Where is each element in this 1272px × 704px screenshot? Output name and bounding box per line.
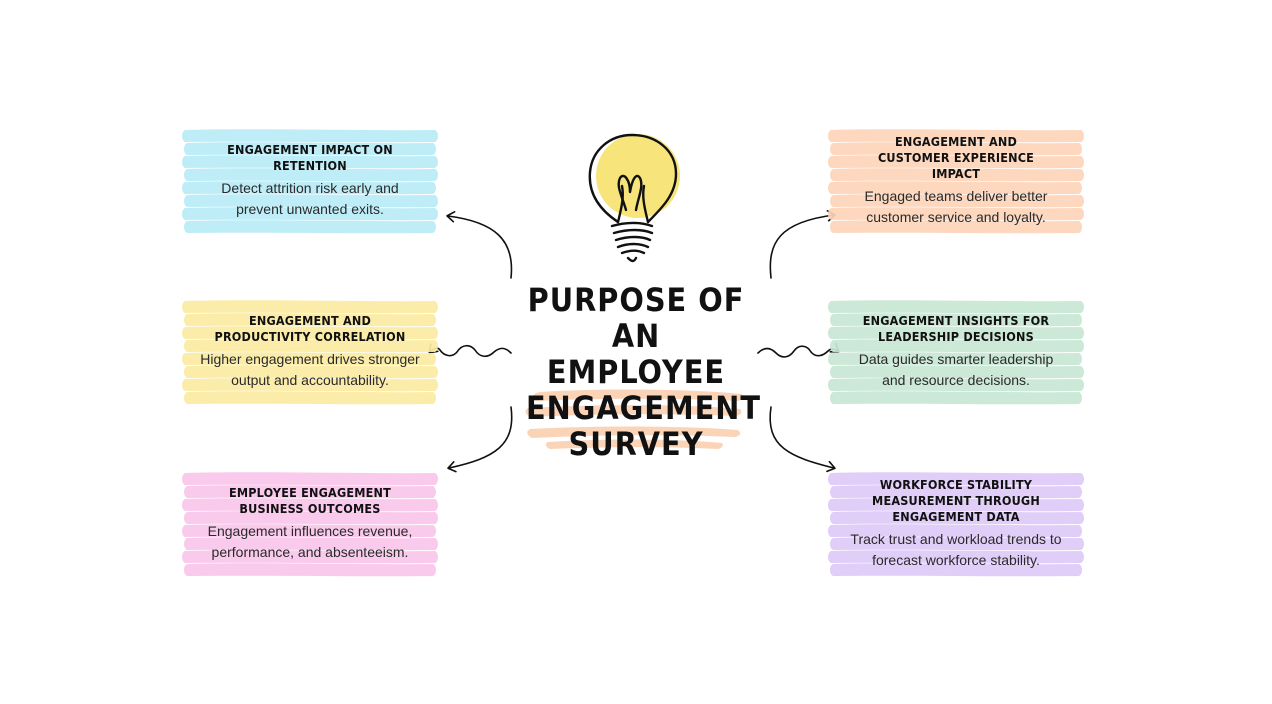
card-title: EMPLOYEE ENGAGEMENT BUSINESS OUTCOMES [228, 485, 392, 516]
card-description: Data guides smarter leadership and resou… [858, 351, 1054, 388]
brush-stroke [182, 352, 436, 366]
brush-stroke [184, 220, 436, 234]
card-title: ENGAGEMENT INSIGHTS FOR LEADERSHIP DECIS… [862, 313, 1050, 344]
card-workforce-stability: WORKFORCE STABILITY MEASUREMENT THROUGH … [827, 470, 1085, 578]
brush-stroke [830, 142, 1082, 156]
brush-stroke [830, 339, 1084, 353]
title-line: PURPOSE OF [527, 281, 745, 319]
brush-stroke [828, 524, 1082, 538]
brush-stroke [184, 485, 436, 499]
brush-stroke [184, 511, 438, 525]
brush-stroke [184, 339, 438, 353]
brush-stroke [184, 537, 438, 551]
brush-stroke [830, 511, 1084, 525]
card-background [182, 472, 438, 577]
card-productivity: ENGAGEMENT AND PRODUCTIVITY CORRELATION … [181, 298, 439, 406]
brush-stroke [830, 537, 1084, 551]
brush-stroke [182, 524, 436, 538]
card-customer-experience: ENGAGEMENT AND CUSTOMER EXPERIENCE IMPAC… [827, 127, 1085, 235]
main-title: PURPOSE OF AN EMPLOYEE ENGAGEMENT SURVEY [526, 281, 762, 463]
card-description: Engagement influences revenue, performan… [207, 523, 413, 560]
brush-stroke [182, 498, 438, 512]
brush-stroke [182, 181, 436, 195]
brush-stroke [828, 378, 1084, 392]
brush-stroke [828, 181, 1082, 195]
brush-stroke [184, 194, 438, 208]
card-background [828, 472, 1084, 577]
brush-stroke [182, 207, 438, 221]
card-business-outcomes: EMPLOYEE ENGAGEMENT BUSINESS OUTCOMES En… [181, 470, 439, 578]
brush-stroke [184, 365, 438, 379]
brush-stroke [184, 563, 436, 577]
card-description: Higher engagement drives stronger output… [200, 351, 420, 388]
brush-stroke [830, 391, 1082, 405]
card-retention: ENGAGEMENT IMPACT ON RETENTION Detect at… [181, 127, 439, 235]
brush-stroke [828, 300, 1084, 314]
brush-stroke [184, 142, 436, 156]
brush-stroke [830, 313, 1082, 327]
brush-stroke [182, 472, 438, 486]
title-line: ENGAGEMENT [526, 389, 762, 427]
title-line: AN EMPLOYEE [546, 317, 726, 391]
brush-stroke [830, 485, 1082, 499]
arrow-to-workforce-stability [769, 406, 836, 473]
card-title: ENGAGEMENT IMPACT ON RETENTION [227, 142, 393, 173]
title-line: SURVEY [568, 425, 704, 463]
brush-stroke [182, 378, 438, 392]
brush-stroke [830, 563, 1082, 577]
brush-stroke [830, 194, 1084, 208]
brush-stroke [830, 168, 1084, 182]
brush-stroke [184, 168, 438, 182]
brush-stroke [184, 313, 436, 327]
card-background [182, 129, 438, 234]
card-title: ENGAGEMENT AND PRODUCTIVITY CORRELATION [214, 313, 406, 344]
brush-stroke [182, 550, 438, 564]
brush-stroke [182, 129, 438, 143]
brush-stroke [830, 220, 1082, 234]
arrow-to-productivity [428, 343, 512, 358]
card-description: Engaged teams deliver better customer se… [864, 188, 1048, 225]
brush-stroke [182, 326, 438, 340]
arrow-to-customer-experience [769, 210, 836, 279]
brush-stroke [828, 550, 1084, 564]
brush-stroke [828, 352, 1082, 366]
brush-stroke [828, 207, 1084, 221]
brush-stroke [828, 498, 1084, 512]
brush-stroke [828, 472, 1084, 486]
card-title: WORKFORCE STABILITY MEASUREMENT THROUGH … [872, 477, 1040, 524]
card-description: Track trust and workload trends to forec… [850, 531, 1062, 568]
brush-stroke [184, 391, 436, 405]
brush-stroke [828, 129, 1084, 143]
card-background [182, 300, 438, 405]
card-background [828, 300, 1084, 405]
arrow-to-business-outcomes [447, 406, 513, 473]
brush-stroke [182, 155, 438, 169]
brush-stroke [828, 326, 1084, 340]
card-title: ENGAGEMENT AND CUSTOMER EXPERIENCE IMPAC… [877, 134, 1035, 181]
arrow-to-retention [446, 211, 513, 279]
brush-stroke [182, 300, 438, 314]
arrow-to-leadership [757, 342, 840, 358]
card-background [828, 129, 1084, 234]
card-description: Detect attrition risk early and prevent … [221, 180, 399, 217]
brush-stroke [830, 365, 1084, 379]
card-leadership: ENGAGEMENT INSIGHTS FOR LEADERSHIP DECIS… [827, 298, 1085, 406]
brush-stroke [828, 155, 1084, 169]
